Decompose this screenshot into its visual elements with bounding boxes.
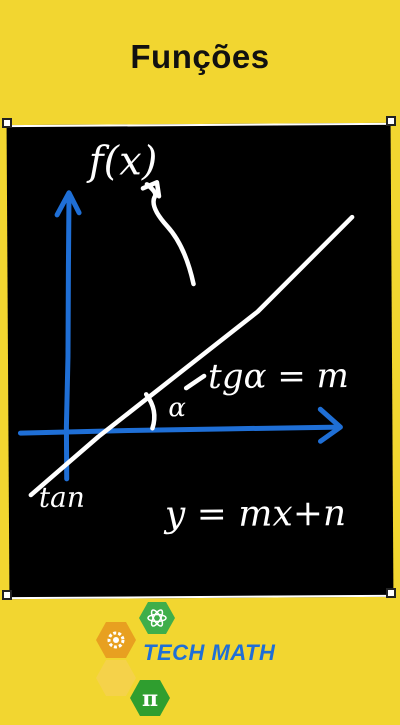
equation-label: y = mx+n xyxy=(163,493,346,535)
pi-icon: π xyxy=(142,686,158,712)
y-axis-arrow xyxy=(54,190,82,218)
atom-icon xyxy=(147,609,167,627)
x-axis-arrow xyxy=(317,406,343,444)
angle-arc xyxy=(143,392,157,431)
blank-hexagon xyxy=(96,660,136,696)
graph-drawing: f(x) α tgα = m tan y = mx+n xyxy=(17,138,355,535)
tangent-label: tgα = m xyxy=(208,356,349,397)
corner-handle-top-right[interactable] xyxy=(386,116,396,126)
gear-icon xyxy=(107,631,125,649)
pointer-stroke-head xyxy=(140,180,162,199)
y-axis xyxy=(63,194,72,482)
intercept-label: tan xyxy=(39,481,85,514)
brand-name: TECH MATH xyxy=(143,640,276,665)
corner-handle-top-left[interactable] xyxy=(2,118,12,128)
logo-hexagons: π xyxy=(96,602,175,716)
corner-handle-bottom-left[interactable] xyxy=(2,590,12,600)
pi-hexagon xyxy=(130,680,170,716)
atom-hexagon xyxy=(139,602,175,634)
page-title: Funções xyxy=(130,38,270,75)
fx-label: f(x) xyxy=(86,138,158,184)
x-axis xyxy=(17,424,341,436)
blackboard-image: f(x) α tgα = m tan y = mx+n xyxy=(6,122,394,600)
alpha-connector xyxy=(183,373,207,391)
pointer-stroke xyxy=(144,182,196,287)
alpha-label: α xyxy=(168,393,186,423)
brand-logo: π xyxy=(0,600,400,720)
function-line xyxy=(28,214,355,498)
corner-handle-bottom-right[interactable] xyxy=(386,588,396,598)
